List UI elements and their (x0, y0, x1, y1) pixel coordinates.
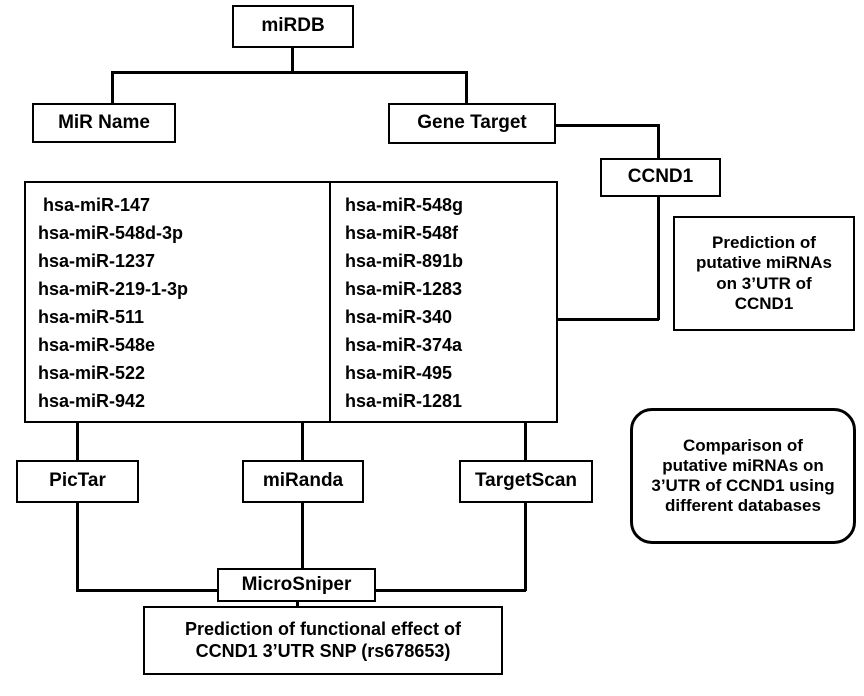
comparison-line-4: different databases (665, 496, 821, 516)
prediction-putative-line-1: Prediction of (712, 233, 816, 253)
list-item: hsa-miR-511 (38, 307, 145, 327)
list-item: hsa-miR-548d-3p (38, 223, 184, 243)
edge-miranda-to-microsniper (301, 503, 304, 570)
list-item: hsa-miR-1281 (345, 391, 463, 411)
node-prediction-putative-mirnas: Prediction of putative miRNAs on 3’UTR o… (673, 216, 855, 331)
edge-list-to-targetscan (524, 423, 527, 461)
list-item: hsa-miR-374a (345, 335, 463, 355)
node-miranda[interactable]: miRanda (242, 460, 364, 503)
prediction-functional-line-1: Prediction of functional effect of (184, 619, 461, 640)
comparison-line-3: 3’UTR of CCND1 using (651, 476, 835, 495)
edge-mirdb-branch-bar (111, 71, 467, 74)
node-microsniper[interactable]: MicroSniper (217, 568, 376, 602)
prediction-functional-line-2: CCND1 3’UTR SNP (rs678653) (195, 640, 451, 661)
edge-mirdb-stem (291, 48, 294, 72)
list-item: hsa-miR-522 (38, 363, 146, 383)
node-mir-name[interactable]: MiR Name (32, 103, 176, 143)
comparison-line-2: putative miRNAs on (662, 455, 824, 475)
edge-ccnd1-to-list-v (657, 196, 660, 320)
mirna-list-left-column: hsa-miR-147 hsa-miR-548d-3p hsa-miR-1237… (26, 183, 331, 421)
prediction-putative-line-3: on 3’UTR of (716, 273, 812, 293)
list-item: hsa-miR-1237 (38, 251, 156, 271)
edge-list-to-pictar (76, 423, 79, 461)
list-item: hsa-miR-942 (38, 391, 146, 411)
list-item: hsa-miR-147 (43, 195, 151, 215)
list-item: hsa-miR-495 (345, 363, 453, 383)
mirna-list-right-column: hsa-miR-548g hsa-miR-548f hsa-miR-891b h… (331, 183, 555, 421)
edge-microsniper-to-prediction (296, 600, 299, 609)
edge-pictar-to-microsniper-h (76, 589, 219, 592)
edge-ccnd1-to-list-h (558, 318, 659, 321)
list-item: hsa-miR-219-1-3p (38, 279, 189, 299)
edge-branch-to-mirname (111, 71, 114, 104)
comparison-line-1: Comparison of (683, 435, 803, 455)
node-ccnd1[interactable]: CCND1 (600, 158, 721, 197)
edge-pictar-to-microsniper-v (76, 503, 79, 591)
prediction-putative-line-2: putative miRNAs (695, 253, 833, 273)
list-item: hsa-miR-340 (345, 307, 453, 327)
node-targetscan[interactable]: TargetScan (459, 460, 593, 503)
node-comparison-putative-mirnas: Comparison of putative miRNAs on 3’UTR o… (630, 408, 856, 544)
node-gene-target[interactable]: Gene Target (388, 103, 556, 144)
edge-branch-to-genetarget (465, 71, 468, 104)
list-item: hsa-miR-548e (38, 335, 156, 355)
edge-genetarget-to-ccnd1-h (556, 124, 659, 127)
list-item: hsa-miR-1283 (345, 279, 463, 299)
node-pictar[interactable]: PicTar (16, 460, 139, 503)
list-item: hsa-miR-891b (345, 251, 464, 271)
node-prediction-functional-effect: Prediction of functional effect of CCND1… (143, 606, 503, 675)
prediction-putative-line-4: CCND1 (734, 293, 794, 313)
list-item: hsa-miR-548g (345, 195, 464, 215)
edge-genetarget-to-ccnd1-v (657, 124, 660, 159)
list-item: hsa-miR-548f (345, 223, 459, 243)
edge-list-to-miranda (301, 423, 304, 461)
edge-targetscan-to-microsniper-h (374, 589, 526, 592)
edge-targetscan-to-microsniper-v (524, 503, 527, 591)
node-mirdb[interactable]: miRDB (232, 5, 354, 48)
mirna-list-box: hsa-miR-147 hsa-miR-548d-3p hsa-miR-1237… (24, 181, 558, 423)
